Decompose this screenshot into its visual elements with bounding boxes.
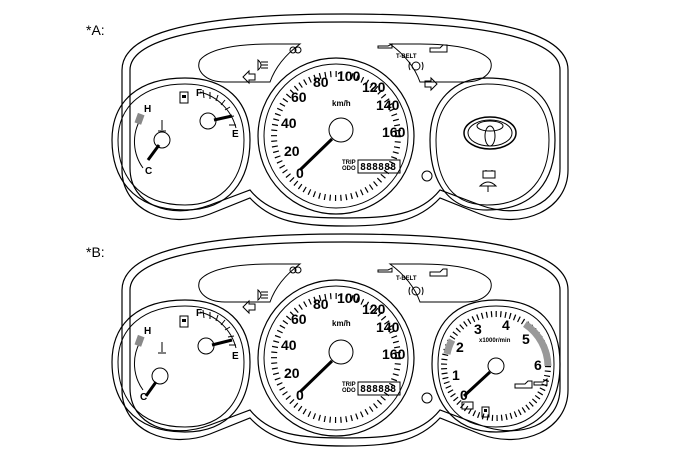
rpm-6: 6 <box>534 357 542 373</box>
speed-100: 100 <box>337 68 361 84</box>
speed-80: 80 <box>313 296 329 312</box>
speed-100: 100 <box>337 290 361 306</box>
rpm-2: 2 <box>456 339 464 355</box>
fuel-needle-hub <box>199 112 217 130</box>
odo-label: ODO <box>342 166 356 172</box>
fuel-full-label: F <box>196 308 202 319</box>
odometer-display <box>357 159 401 174</box>
speed-20: 20 <box>284 143 300 159</box>
fuel-pump-icon <box>179 315 189 328</box>
fuel-needle <box>213 114 233 122</box>
odometer-digits: 888888 <box>360 162 396 173</box>
rpm-unit: x1000r/min <box>479 338 511 344</box>
fog-light-icon <box>289 266 302 274</box>
speed-40: 40 <box>281 337 297 353</box>
speed-60: 60 <box>291 311 307 327</box>
tach-needle <box>462 370 492 398</box>
trip-reset-knob <box>421 392 433 404</box>
washer-icon <box>478 181 498 192</box>
engine-check-icon <box>514 380 533 389</box>
speed-unit: km/h <box>332 319 351 328</box>
speed-needle-hub <box>328 117 354 143</box>
turn-left-arrow-icon <box>242 299 256 315</box>
speed-0: 0 <box>296 387 304 403</box>
engine-check-icon <box>429 268 448 277</box>
toyota-logo <box>463 116 517 150</box>
oil-can-icon <box>533 378 548 386</box>
fuel-pump-icon <box>481 406 490 418</box>
thermometer-icon <box>158 342 166 354</box>
temp-hot-zone <box>134 112 145 125</box>
thermometer-icon <box>158 120 166 132</box>
cluster-b: T-BELT H C F E <box>111 233 569 447</box>
battery-icon <box>461 401 474 410</box>
temp-needle-hub <box>153 131 171 149</box>
speed-needle <box>298 359 334 394</box>
trip-reset-knob <box>421 170 433 182</box>
speedometer: 0 20 40 60 80 100 120 140 160 km/h TRIP … <box>257 57 415 215</box>
speed-needle <box>298 137 334 172</box>
speed-60: 60 <box>291 89 307 105</box>
odo-label: ODO <box>342 388 356 394</box>
turn-right-arrow-icon <box>424 76 438 92</box>
battery-icon <box>482 170 496 179</box>
fuel-needle <box>211 338 233 347</box>
speed-20: 20 <box>284 365 300 381</box>
panel-a-label: *A: <box>86 22 105 38</box>
oil-can-icon <box>377 267 393 273</box>
timing-belt-label: T-BELT <box>396 276 417 282</box>
speedometer: 0 20 40 60 80 100 120 140 160 km/h TRIP … <box>257 279 415 437</box>
rpm-4: 4 <box>502 317 510 333</box>
speed-80: 80 <box>313 74 329 90</box>
speed-140: 140 <box>376 319 400 335</box>
temp-hot-zone <box>134 334 145 347</box>
speed-unit: km/h <box>332 99 351 108</box>
headlight-icon <box>257 58 268 72</box>
oil-can-icon <box>377 43 393 49</box>
temp-hot-label: H <box>144 104 151 115</box>
panel-b-label: *B: <box>86 244 105 260</box>
rpm-5: 5 <box>522 331 530 347</box>
speed-needle-hub <box>328 339 354 365</box>
tach-redline <box>522 321 552 367</box>
speed-140: 140 <box>376 97 400 113</box>
odometer-digits: 888888 <box>360 384 396 395</box>
fuel-needle-hub <box>197 337 215 355</box>
turn-left-arrow-icon <box>242 69 256 85</box>
cluster-a: T-BELT H C F E <box>111 13 569 227</box>
speed-40: 40 <box>281 115 297 131</box>
temp-needle-hub <box>151 367 169 385</box>
speed-160: 160 <box>382 124 406 140</box>
temp-hot-label: H <box>144 326 151 337</box>
trip-label: TRIP <box>342 160 356 166</box>
temp-needle <box>146 144 161 161</box>
fuel-full-label: F <box>196 88 202 99</box>
fog-light-icon <box>289 46 302 54</box>
speed-120: 120 <box>362 79 386 95</box>
temp-cold-label: C <box>140 392 147 403</box>
fuel-empty-label: E <box>232 129 239 140</box>
fuel-pump-icon <box>179 91 189 104</box>
tachometer: 0 1 2 3 4 5 6 x1000r/min <box>431 299 561 433</box>
speed-0: 0 <box>296 165 304 181</box>
temp-cold-label: C <box>145 166 152 177</box>
trip-label: TRIP <box>342 382 356 388</box>
speed-160: 160 <box>382 346 406 362</box>
timing-belt-label: T-BELT <box>396 54 417 60</box>
fuel-empty-label: E <box>232 351 239 362</box>
temp-needle <box>144 381 158 397</box>
emblem-dial <box>429 77 556 211</box>
headlight-icon <box>257 288 268 302</box>
temp-fuel-gauge: H C F E <box>111 299 251 433</box>
brake-warning-icon <box>408 286 424 296</box>
rpm-3: 3 <box>474 321 482 337</box>
rpm-1: 1 <box>452 367 460 383</box>
tach-needle-hub <box>487 357 505 375</box>
engine-check-icon <box>429 44 448 53</box>
brake-warning-icon <box>408 61 424 71</box>
odometer-display <box>357 381 401 396</box>
speed-120: 120 <box>362 301 386 317</box>
temp-fuel-gauge: H C F E <box>111 77 251 211</box>
